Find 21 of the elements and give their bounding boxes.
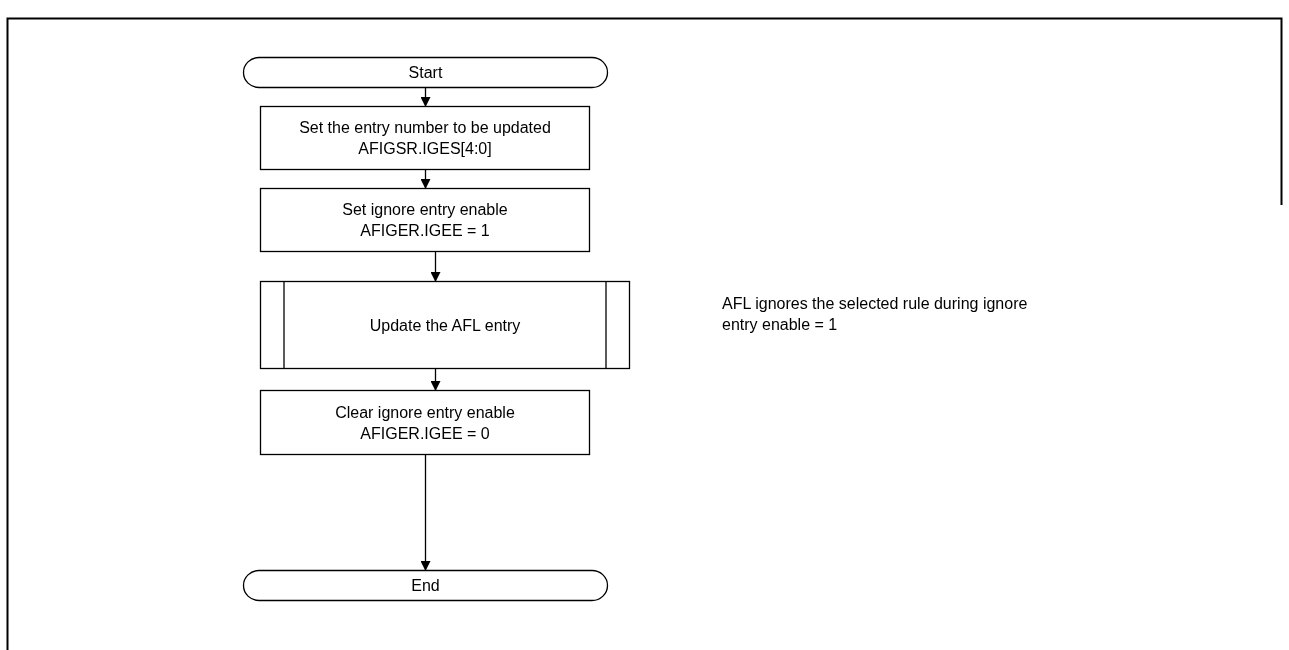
node-text: Clear ignore entry enable bbox=[335, 402, 515, 423]
terminal-shape bbox=[243, 570, 608, 601]
subroutine-box bbox=[260, 281, 630, 369]
process-box bbox=[260, 390, 590, 455]
node-text: End bbox=[411, 576, 440, 596]
process-box bbox=[260, 106, 590, 170]
arrow bbox=[430, 368, 441, 391]
node-text: AFIGSR.IGES[4:0] bbox=[358, 139, 492, 159]
node-text: AFIGER.IGEE = 0 bbox=[360, 423, 490, 444]
node-text: Start bbox=[408, 63, 443, 83]
node-text: Set ignore entry enable bbox=[342, 200, 508, 220]
node-text: Set the entry number to be updated bbox=[299, 118, 551, 138]
arrow bbox=[430, 251, 441, 282]
node-text: Update the AFL entry bbox=[369, 315, 521, 336]
node-text: AFIGER.IGEE = 1 bbox=[360, 221, 490, 241]
arrow bbox=[420, 454, 431, 571]
process-box bbox=[260, 188, 590, 252]
terminal-shape bbox=[243, 57, 608, 88]
arrow bbox=[420, 169, 431, 189]
arrow bbox=[420, 87, 431, 107]
note-text: AFL ignores the selected rule during ignore entry enable = 1 bbox=[722, 294, 1029, 335]
